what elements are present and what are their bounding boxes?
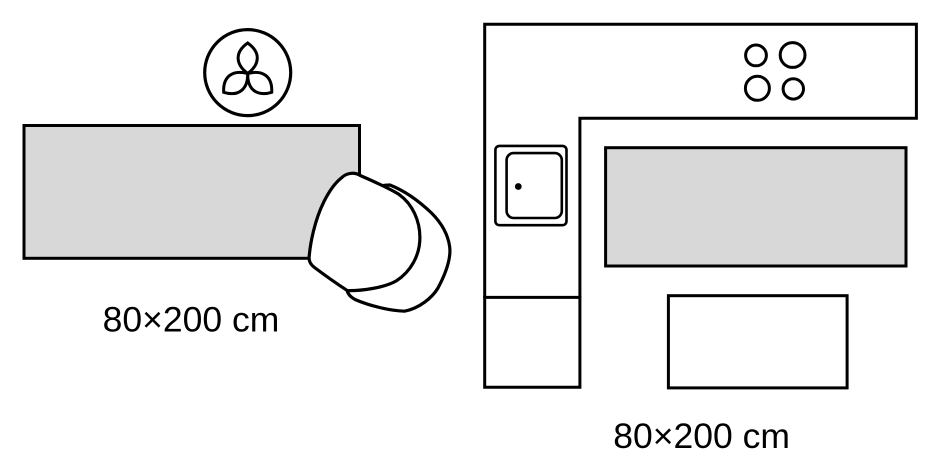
svg-text:80×200 cm: 80×200 cm	[613, 416, 790, 456]
svg-text:80×200 cm: 80×200 cm	[103, 299, 280, 339]
